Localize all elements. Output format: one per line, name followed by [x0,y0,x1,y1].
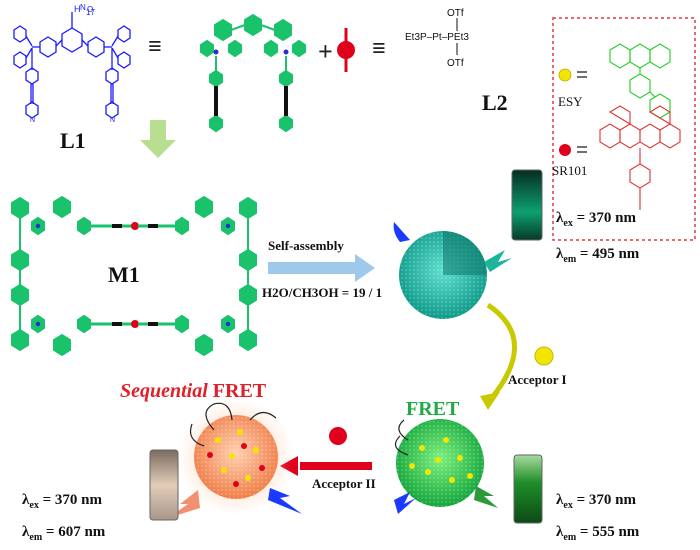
dye1-label: ESY [558,94,583,109]
self-assembly-label: Self-assembly [268,238,344,253]
dye-legend-box [552,17,696,241]
vial-stage2 [513,454,543,524]
stage3-emission: λem = 607 nm [22,524,106,543]
ligand-l1-structure [13,12,131,119]
bolt-in-3 [268,488,302,514]
plus-symbol: + [318,37,333,66]
ligand1-label: L1 [60,128,86,153]
pt-center: Et3P–Pt–PEt3 [405,32,469,43]
emission-bolt-2 [474,486,498,508]
curved-arrow-yellow [480,392,500,410]
acceptor2-label: Acceptor II [312,476,376,491]
ligand2-label: L2 [482,90,508,115]
bolt-in-1 [393,222,410,242]
l1-amide-label: H [74,4,81,14]
svg-text:N: N [110,117,115,124]
stage1-excitation: λex = 370 nm [556,210,636,229]
macrocycle-label: M1 [108,262,140,287]
stage2-emission: λem = 555 nm [556,524,640,543]
sequential-fret-title: Sequential FRET [120,380,266,403]
stage1-emission: λem = 495 nm [556,246,640,265]
stage3-excitation: λex = 370 nm [22,492,102,511]
acceptor1-dot [534,346,554,366]
acceptor1-loaded-3 [215,429,259,481]
sequential-fret-word: FRET [212,380,267,402]
solvent-ratio-label: H2O/CH3OH = 19 / 1 [262,285,383,300]
svg-text:N: N [30,117,35,124]
stage2-excitation: λex = 370 nm [556,492,636,511]
fret-label: FRET [406,398,460,420]
equiv-symbol-1: ≡ [148,34,162,60]
sequential-word: Sequential [120,380,208,402]
sr101-dot [559,144,571,156]
emission-bolt-1 [484,250,512,272]
ch2-repeat-label: 17 [86,8,95,17]
pt-otf-top: OTf [447,8,464,19]
ligand-l1-cartoon [200,13,306,133]
esy-dot [558,68,572,82]
emission-bolt-3 [168,490,200,518]
acceptor2-dot [329,427,347,445]
dye2-label: SR101 [552,163,588,178]
vial-stage3 [149,449,179,521]
pt-otf-bottom: OTf [447,58,464,69]
acceptor2-loaded-3 [207,443,265,487]
vial-stage1 [511,169,543,241]
svg-text:N: N [80,3,86,12]
acceptor1-loaded [409,437,473,483]
bolt-in-2 [394,492,416,514]
acceptor1-label: Acceptor I [508,372,567,387]
self-assembly-arrow [268,254,375,282]
pt-acceptor-node [337,41,355,59]
down-arrow-green [140,120,176,158]
equiv-symbol-2: ≡ [372,36,386,62]
sr101-structure [599,105,681,210]
macrocycle-m1 [11,195,257,357]
svg-text:O: O [87,5,93,14]
